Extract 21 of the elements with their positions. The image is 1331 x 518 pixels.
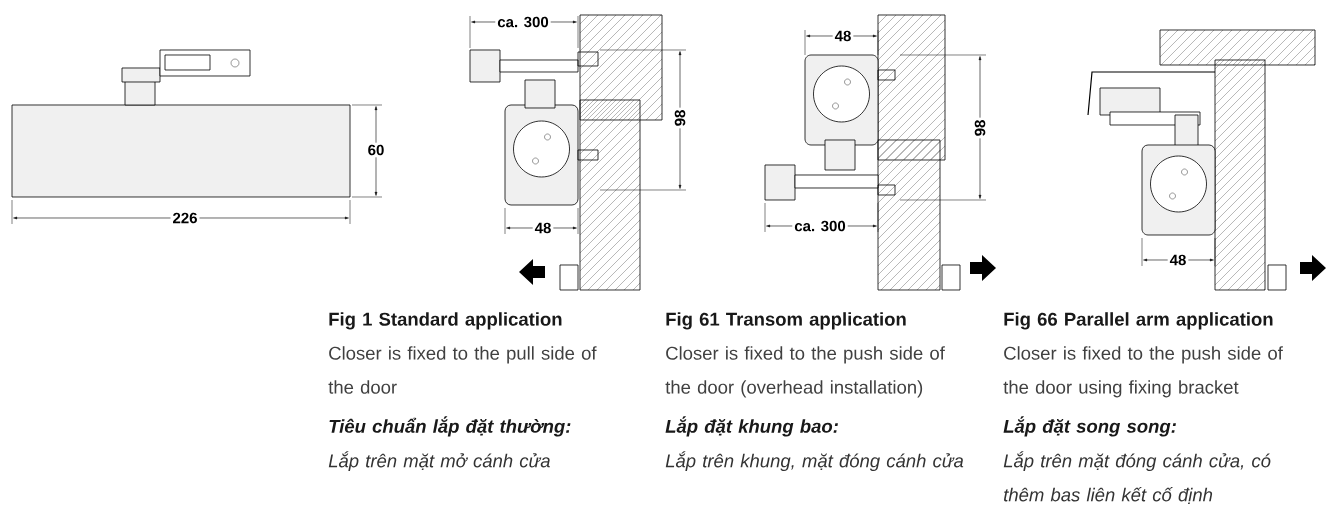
dimension-label: 98 [972, 117, 988, 139]
caption-text: Lắp trên mặt mở cánh cửa [328, 451, 550, 472]
dimension-label: ca. 300 [792, 218, 848, 234]
caption-heading: Tiêu chuẩn lắp đặt thường: [329, 416, 571, 437]
figure-title: Fig 66 Parallel arm application [1004, 312, 1273, 330]
caption-heading: Lắp đặt khung bao: [665, 416, 838, 437]
dimension-label: 48 [1167, 252, 1189, 268]
figure-title: Fig 1 Standard application [329, 312, 562, 330]
caption-text: Closer is fixed to the push side of the door using fixing bracket [1003, 346, 1283, 398]
caption-text: Closer is fixed to the push side of the door (overhead installation) [665, 346, 945, 398]
caption-text: Lắp trên khung, mặt đóng cánh cửa [665, 451, 964, 472]
dimension-label: 48 [832, 28, 854, 44]
dimension-label: 60 [365, 142, 387, 158]
dimension-label: 98 [672, 107, 688, 129]
dimension-label: ca. 300 [495, 14, 551, 30]
figure-title: Fig 61 Transom application [666, 312, 906, 330]
caption-heading: Lắp đặt song song: [1003, 416, 1176, 437]
caption-text: Closer is fixed to the pull side of the door [328, 346, 597, 394]
dimension-label: 48 [532, 220, 554, 236]
dimension-label: 226 [170, 210, 200, 226]
caption-text: Lắp trên mặt đóng cánh cửa, có thêm bas liên kết cố định [1003, 451, 1271, 505]
